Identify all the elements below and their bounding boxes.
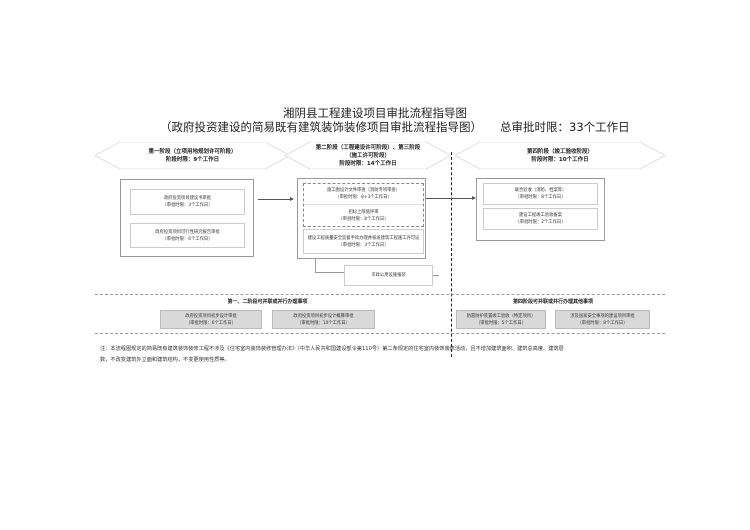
stage1-name: 第一阶段（立项用地规划许可阶段） bbox=[148, 148, 237, 155]
note-line1: 注：本流程图规定的简易既有建筑装饰装修工程不涉及《住宅室内装饰装修管理办法》（中… bbox=[100, 346, 564, 352]
parallel-right-heading: 第四阶段可并联或并行办理其他事项 bbox=[512, 299, 593, 305]
arrow-1-2 bbox=[258, 199, 292, 200]
stage2-parallel-group: 施工图设计文件审查（消防专项审查）（审批时限：8+3个工作日） 招标上限值评审（… bbox=[303, 183, 424, 227]
connector-line bbox=[315, 272, 344, 273]
arrow-2-4 bbox=[426, 198, 473, 199]
parallel-item: 政府投资项目初步设计审批（审批时限：6个工作日） bbox=[160, 310, 262, 329]
stage2-item: 施工图设计文件审查（消防专项审查）（审批时限：8+3个工作日） bbox=[304, 184, 423, 205]
title-line2: （政府投资建设的简易既有建筑装饰装修项目审批流程指导图） 总审批时限：33个工作日 bbox=[160, 119, 630, 135]
stage2-item: 招标上限值评审（审批时限：8个工作日） bbox=[338, 209, 389, 222]
parallel-item: 防雷防护装置竣工验收（特定项目）（审批时限：5个工作日） bbox=[456, 310, 546, 329]
stage2-item: 市政公用设施报装 bbox=[344, 265, 433, 286]
stage1-banner: 第一阶段（立项用地规划许可阶段）阶段时限：9个工作日 bbox=[95, 142, 290, 169]
arrow-head-icon bbox=[290, 197, 294, 201]
stage1-group bbox=[120, 179, 254, 257]
stage2-name: 第二阶段（工程建设许可阶段）、第三阶段（施工许可阶段） bbox=[315, 144, 421, 159]
stage-divider bbox=[451, 152, 452, 357]
parallel-left-heading: 第一、二阶段可并联或并行办理事项 bbox=[227, 299, 308, 305]
stage4-limit: 阶段时限：10个工作日 bbox=[531, 156, 589, 163]
divider bbox=[95, 333, 665, 334]
stage4-name: 第四阶段（竣工验收阶段） bbox=[526, 148, 593, 155]
stage4-item: 联合验收（消防、档案等）（审批时限：8个工作日） bbox=[483, 183, 598, 205]
stage2-banner: 第二阶段（工程建设许可阶段）、第三阶段（施工许可阶段）阶段时限：14个工作日 bbox=[285, 142, 451, 169]
stage1-item: 政府投资项目建议书审批（审批时限：3个工作日） bbox=[130, 189, 245, 215]
stage2-limit: 阶段时限：14个工作日 bbox=[339, 160, 397, 167]
connector-line bbox=[315, 259, 316, 272]
stage4-group bbox=[476, 178, 605, 241]
divider bbox=[95, 294, 665, 295]
stage4-banner: 第四阶段（竣工验收阶段）阶段时限：10个工作日 bbox=[455, 142, 665, 169]
stage2-item: 建设工程质量安全监督手续办理并核发建筑工程施工许可证（审批时限：3个工作日） bbox=[303, 229, 424, 254]
total-limit: 总审批时限：33个工作日 bbox=[500, 120, 630, 134]
title-subtitle: （政府投资建设的简易既有建筑装饰装修项目审批流程指导图） bbox=[160, 120, 482, 134]
parallel-item: 政府投资项目初步设计概算审批（审批时限：10个工作日） bbox=[272, 310, 375, 329]
arrow-head-icon bbox=[472, 196, 476, 200]
stage4-item: 建设工程竣工验收备案（审批时限：2个工作日） bbox=[483, 208, 598, 230]
title-line1: 湘阴县工程建设项目审批流程指导图 bbox=[283, 106, 467, 120]
parallel-item: 涉及国家安全事项的建设项目审批（审批时限：8个工作日） bbox=[555, 310, 650, 329]
stage1-limit: 阶段时限：9个工作日 bbox=[165, 156, 220, 163]
stage2-group bbox=[297, 178, 426, 259]
connector-line bbox=[433, 275, 439, 276]
stage1-item: 政府投资项目可行性研究报告审批（审批时限：6个工作日） bbox=[130, 223, 245, 248]
note-line2: 数，不改变建筑外立面和建筑结构，不变更使用性质等。 bbox=[100, 357, 230, 363]
